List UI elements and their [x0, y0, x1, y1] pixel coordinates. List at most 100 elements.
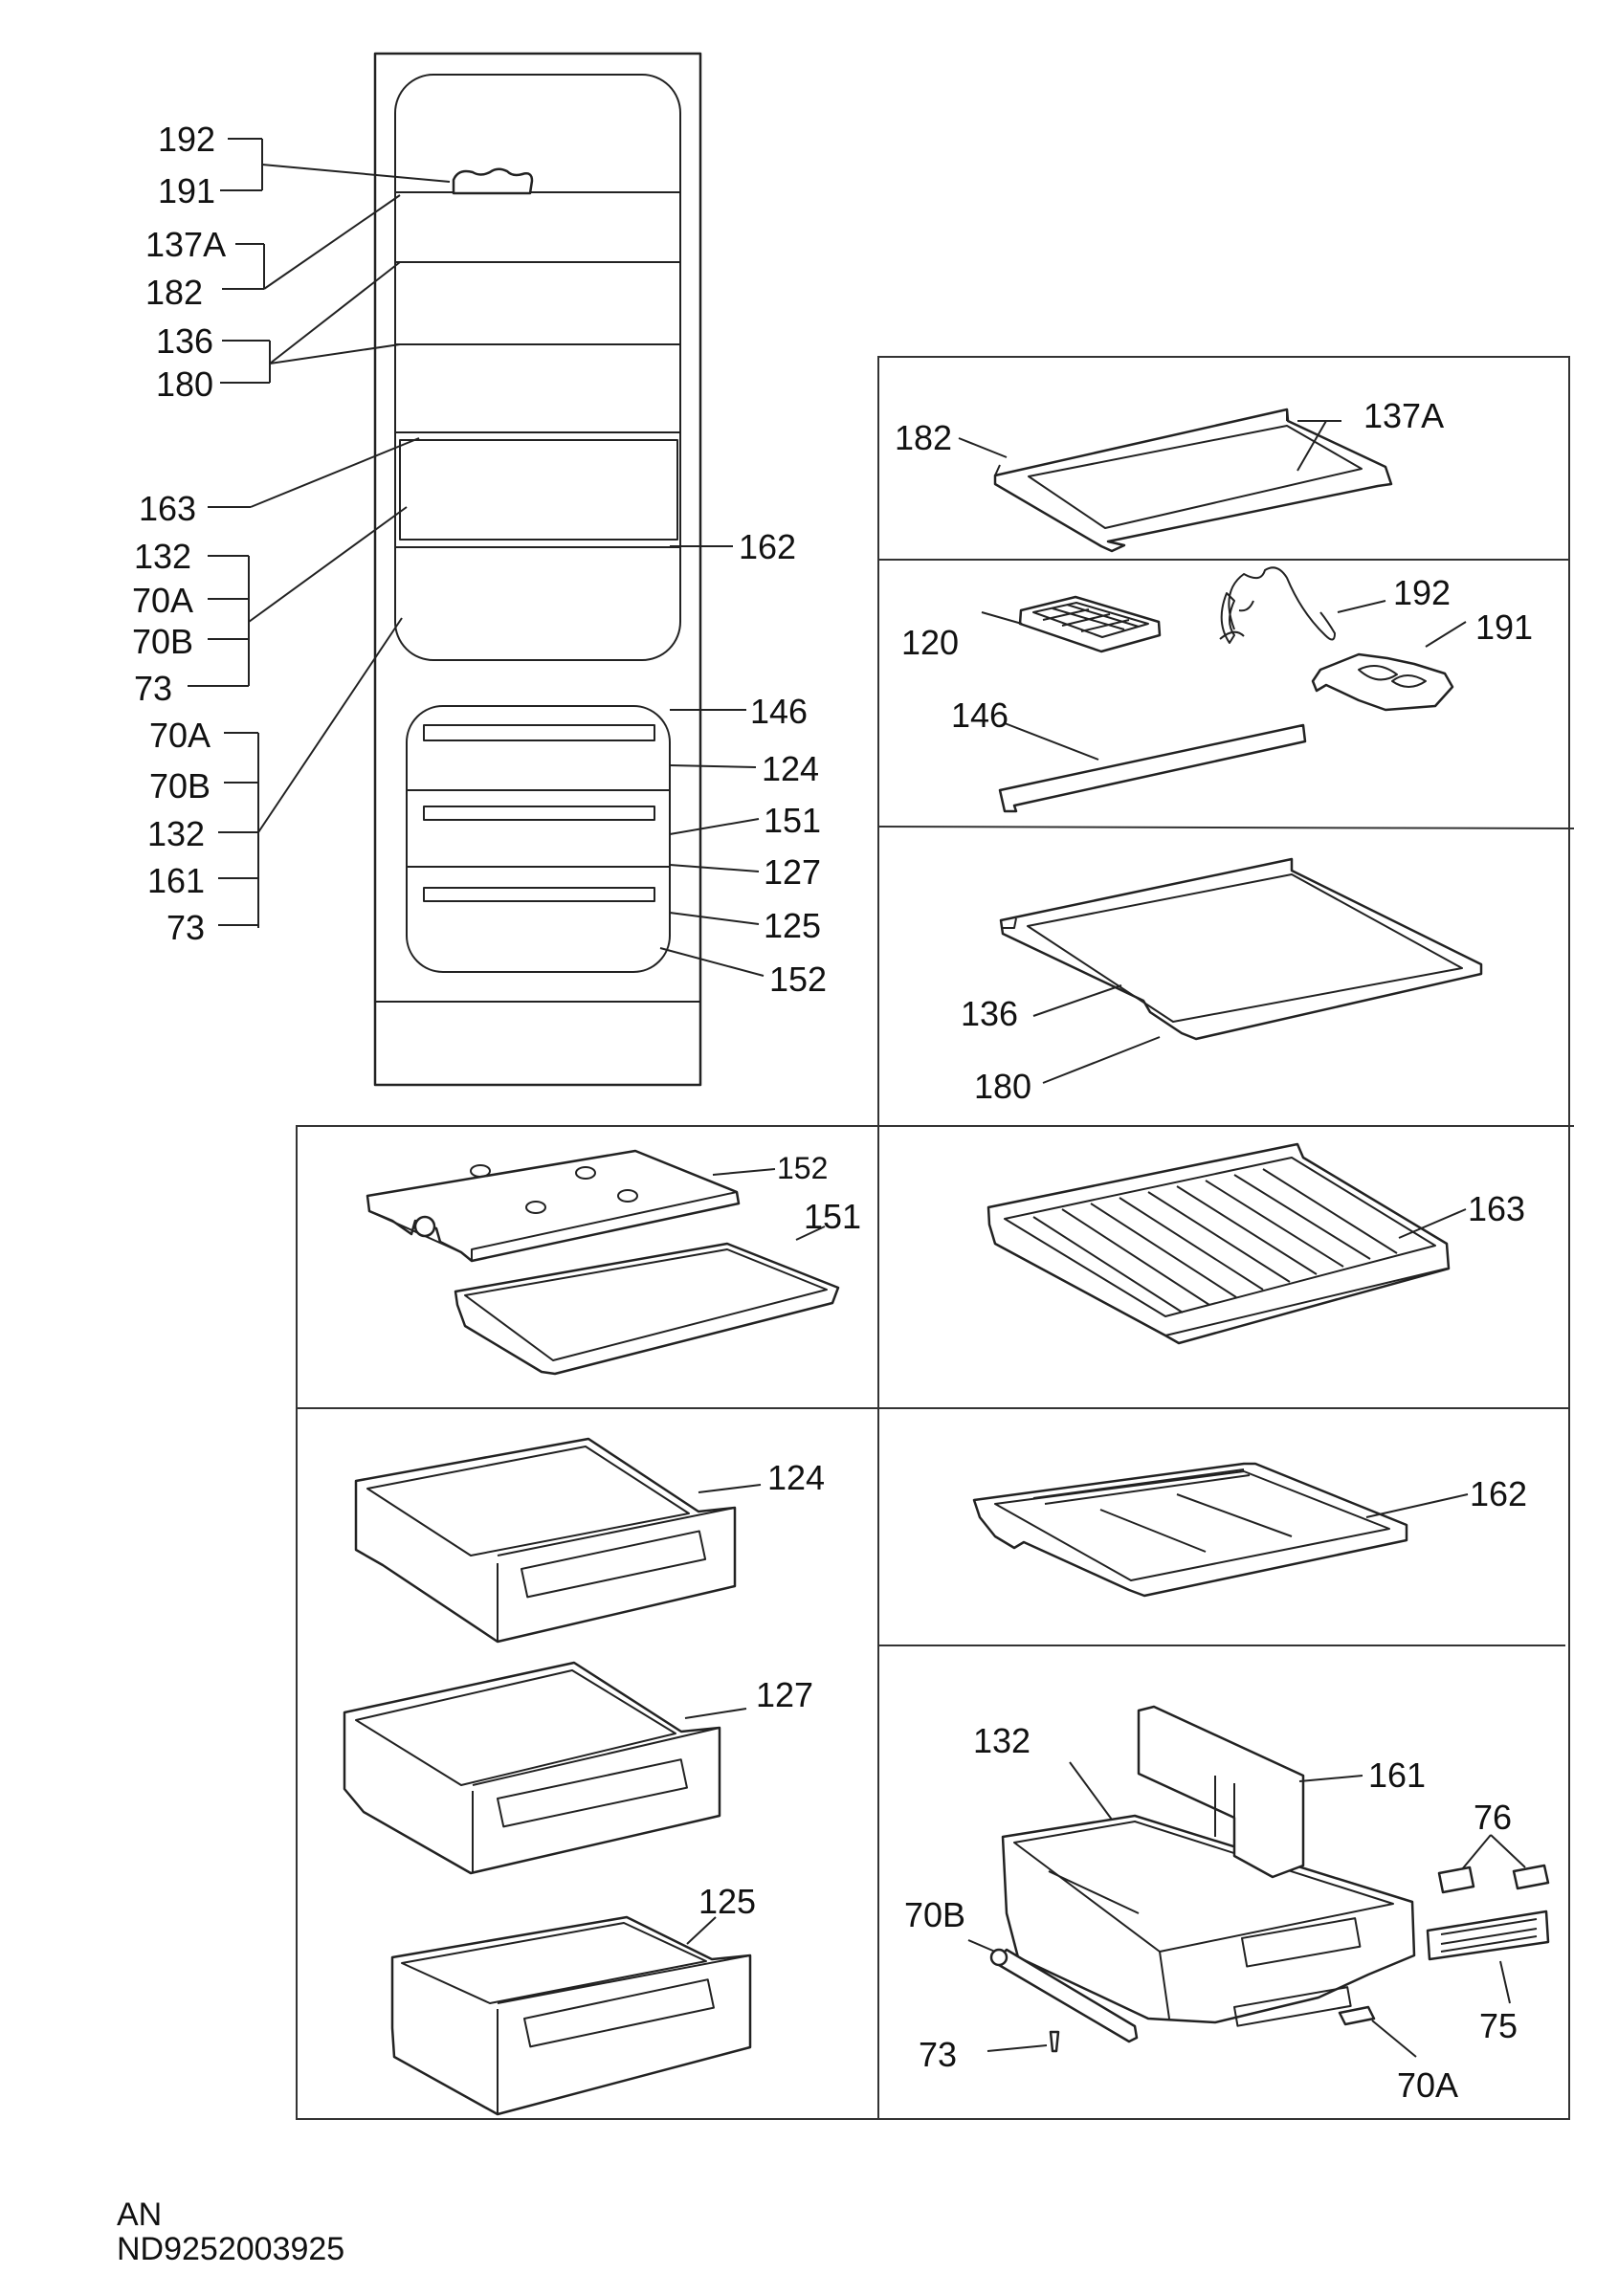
egg-holder-wire: [1219, 566, 1336, 641]
callout-146: 146: [951, 695, 1008, 735]
callout-163: 163: [1468, 1189, 1525, 1228]
panel-shelf-137A: 182 137A: [895, 396, 1444, 553]
callout-161: 161: [1368, 1755, 1426, 1795]
callout-125: 125: [698, 1882, 756, 1921]
callout-124: 124: [762, 749, 819, 788]
panel-shelf-136: 136 180: [961, 857, 1483, 1106]
rail-70B-end: [989, 1948, 1008, 1967]
drip-tray-151: [454, 1242, 840, 1376]
callout-70B: 70B: [132, 622, 193, 661]
callout-70A: 70A: [1397, 2065, 1458, 2105]
callout-125: 125: [764, 906, 821, 945]
callout-120: 120: [901, 623, 959, 662]
callout-162: 162: [739, 527, 796, 566]
panel-crisper: 132 161 76 70B 73 75 70A: [904, 1705, 1550, 2105]
callout-162: 162: [1470, 1474, 1527, 1513]
shelf-163-ribs: [1032, 1168, 1398, 1314]
clip-76-b: [1512, 1864, 1550, 1890]
callout-136: 136: [156, 321, 213, 361]
callout-132: 132: [973, 1721, 1031, 1760]
callout-73: 73: [919, 2035, 957, 2074]
panel-grid: [296, 356, 1575, 2120]
callout-180: 180: [974, 1067, 1031, 1106]
callout-76: 76: [1474, 1798, 1512, 1837]
callout-124: 124: [767, 1458, 825, 1497]
callout-182: 182: [895, 418, 952, 457]
egg-holder-bracket: [1311, 652, 1454, 712]
callout-146: 146: [750, 692, 808, 731]
cabinet-outline: [373, 52, 702, 1087]
callout-137A: 137A: [1363, 396, 1444, 435]
crisper-label: [1233, 1986, 1352, 2027]
glass-shelf-162: [972, 1462, 1408, 1598]
glass-shelf-163: [986, 1142, 1451, 1345]
callout-137A: 137A: [145, 225, 226, 264]
ice-tray-cells: [1032, 602, 1149, 638]
overview-leaders: [188, 138, 765, 977]
panel-tray: 152 151: [366, 1149, 861, 1376]
evaporator-cover-152: [366, 1149, 741, 1263]
glass-shelf-box: [399, 439, 678, 541]
panel-drawers: 124 127 125: [343, 1437, 825, 2116]
ice-tray: [1018, 595, 1162, 653]
callout-75: 75: [1479, 2006, 1518, 2045]
bracket-detail: [1358, 665, 1427, 688]
callout-73: 73: [134, 669, 172, 708]
shelf-163-surface: [1004, 1157, 1436, 1317]
callout-192: 192: [1393, 573, 1451, 612]
rail-70A: [1338, 2005, 1376, 2026]
drip-tray-inner: [464, 1248, 828, 1361]
callout-163: 163: [139, 489, 196, 528]
left-column-frame: [296, 1125, 879, 2120]
callout-191: 191: [1475, 607, 1533, 647]
callout-73: 73: [166, 908, 205, 947]
drawer-125-handle: [523, 1978, 715, 2048]
cabinet-overview: [373, 52, 702, 1087]
callout-192: 192: [158, 120, 215, 159]
callout-127: 127: [764, 852, 821, 892]
shelf-frame-137A: [993, 408, 1393, 553]
egg-holder-overview: [452, 167, 534, 195]
vent-75: [1426, 1910, 1550, 1961]
callout-70B: 70B: [904, 1895, 965, 1934]
callout-152: 152: [769, 960, 827, 999]
drawer-slot: [423, 887, 655, 902]
drawer-slot: [423, 806, 655, 821]
footer-model-code: AN: [117, 2197, 163, 2233]
divider-161: [1137, 1705, 1305, 1879]
shelf-glass-136: [1027, 873, 1463, 1023]
callout-70A: 70A: [132, 581, 193, 620]
drawer-124-inner: [366, 1446, 736, 1642]
drawer-127-handle: [496, 1758, 688, 1828]
drawer-125-inner: [401, 1922, 751, 2114]
callout-180: 180: [156, 364, 213, 404]
wire-leg: [1220, 592, 1235, 644]
callout-127: 127: [756, 1675, 813, 1714]
crisper-handle: [1240, 1917, 1362, 1968]
vent-75-slots: [1440, 1918, 1538, 1953]
panel-accessories: 120 192 191 146: [901, 566, 1533, 813]
shelf-hook: [1003, 917, 1017, 929]
shelf-glass-137A: [1028, 425, 1363, 529]
drawer-125: [390, 1915, 752, 2116]
overview-labels: 192 191 137A 182 136 180 163 132 70A 70B…: [132, 120, 827, 999]
callout-161: 161: [147, 861, 205, 900]
callout-70B: 70B: [149, 766, 211, 806]
drawer-slot: [423, 724, 655, 741]
callout-151: 151: [804, 1197, 861, 1236]
callout-191: 191: [158, 171, 215, 210]
shelf-162-surface: [994, 1470, 1390, 1581]
callout-132: 132: [134, 537, 191, 576]
callout-70A: 70A: [149, 716, 211, 755]
trim-strip-146: [998, 723, 1307, 813]
footer-part-number: ND9252003925: [117, 2231, 345, 2267]
clip-76-a: [1437, 1866, 1475, 1894]
shelf-163-edge: [994, 1243, 1448, 1336]
crisper-drawer-132: [1001, 1814, 1416, 2024]
screw-73: [1049, 2030, 1060, 2053]
callout-136: 136: [961, 994, 1018, 1033]
shelf-162-ribs: [1032, 1468, 1293, 1553]
upper-compartment: [394, 74, 681, 661]
callout-151: 151: [764, 801, 821, 840]
